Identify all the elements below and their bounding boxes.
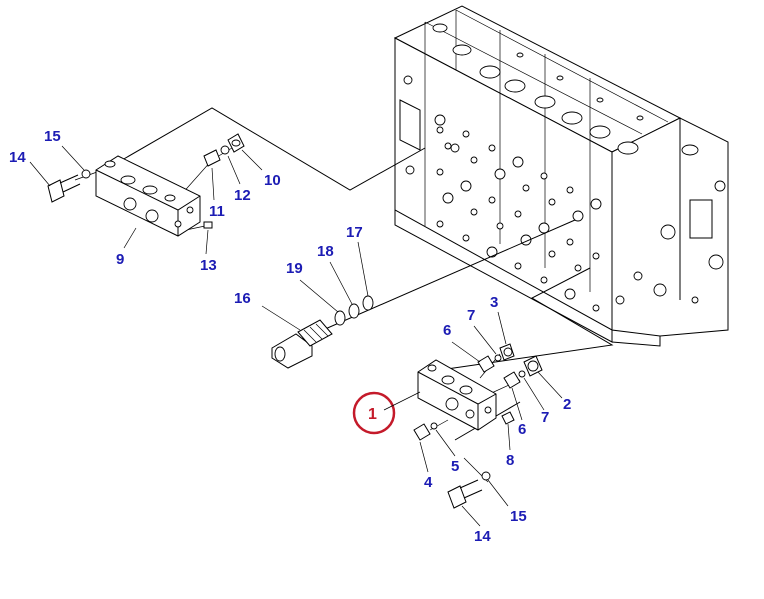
part-15-washer-lower xyxy=(481,471,491,481)
valve-port-hole xyxy=(564,288,576,300)
part-1-cover-block xyxy=(417,359,497,431)
part-6-plug-upper xyxy=(477,355,495,373)
valve-port-hole xyxy=(486,246,498,258)
label-3: 3 xyxy=(490,294,498,311)
label-8: 8 xyxy=(506,452,514,469)
label-17: 17 xyxy=(346,224,363,241)
label-18: 18 xyxy=(317,243,334,260)
part-10-plug xyxy=(227,133,245,153)
part-4-plug xyxy=(413,423,431,441)
valve-port-hole xyxy=(460,180,472,192)
label-12: 12 xyxy=(234,187,251,204)
valve-port-hole xyxy=(540,172,548,180)
label-9: 9 xyxy=(116,251,124,268)
label-7-lower: 7 xyxy=(541,409,549,426)
valve-port-hole xyxy=(470,208,478,216)
valve-port-hole xyxy=(496,222,504,230)
valve-port-hole xyxy=(572,210,584,222)
part-15-washer-upper xyxy=(81,169,91,179)
part-2-plug xyxy=(523,355,543,377)
label-2: 2 xyxy=(563,396,571,413)
part-5-oring xyxy=(430,422,438,430)
label-10: 10 xyxy=(264,172,281,189)
label-14-upper: 14 xyxy=(9,149,26,166)
part-12-oring xyxy=(220,145,230,155)
valve-port-hole xyxy=(514,262,522,270)
valve-port-hole xyxy=(514,210,522,218)
highlight-circle xyxy=(352,391,396,435)
valve-port-hole xyxy=(522,184,530,192)
valve-port-hole xyxy=(548,250,556,258)
valve-port-hole xyxy=(494,168,506,180)
label-11: 11 xyxy=(209,203,225,220)
part-7-oring-upper xyxy=(494,354,502,362)
part-3-plug xyxy=(499,343,515,361)
label-7-upper: 7 xyxy=(467,307,475,324)
part-19-oring xyxy=(334,310,346,326)
valve-port-hole xyxy=(566,186,574,194)
part-11-plug xyxy=(203,149,221,167)
part-13-screw xyxy=(203,221,213,229)
part-14-bolt-upper xyxy=(47,174,81,203)
label-5: 5 xyxy=(451,458,459,475)
valve-port-hole xyxy=(470,156,478,164)
valve-port-hole xyxy=(462,130,470,138)
valve-port-hole xyxy=(512,156,524,168)
valve-port-hole xyxy=(548,198,556,206)
label-1: 1 xyxy=(368,406,377,423)
valve-port-hole xyxy=(590,198,602,210)
label-14-lower: 14 xyxy=(474,528,491,545)
valve-port-hole xyxy=(436,220,444,228)
label-15-lower: 15 xyxy=(510,508,527,525)
valve-port-hole xyxy=(462,234,470,242)
label-19: 19 xyxy=(286,260,303,277)
valve-port-hole xyxy=(592,252,600,260)
valve-port-hole xyxy=(488,196,496,204)
part-labels: 15 14 9 11 12 10 13 17 18 19 16 3 7 6 2 … xyxy=(9,128,571,545)
label-6-lower: 6 xyxy=(518,421,526,438)
valve-port-hole xyxy=(436,168,444,176)
part-18-oring xyxy=(348,303,360,319)
valve-port-hole xyxy=(442,192,454,204)
main-valve-body xyxy=(393,5,729,347)
part-8-screw xyxy=(501,411,515,425)
valve-port-hole xyxy=(574,264,582,272)
valve-port-hole xyxy=(444,142,452,150)
part-16-cartridge xyxy=(271,319,333,369)
valve-port-hole xyxy=(592,304,600,312)
part-9-cover-block xyxy=(95,155,201,237)
part-7-oring-lower xyxy=(518,370,526,378)
valve-port-hole xyxy=(540,276,548,284)
label-13: 13 xyxy=(200,257,217,274)
part-6-plug-lower xyxy=(503,371,521,389)
label-leaders xyxy=(29,145,563,527)
label-15-upper: 15 xyxy=(44,128,61,145)
label-4: 4 xyxy=(424,474,433,491)
valve-port-hole xyxy=(434,114,446,126)
part-17-oring xyxy=(362,295,374,311)
highlight-part-1[interactable]: 1 xyxy=(352,391,421,435)
valve-port-hole xyxy=(566,238,574,246)
valve-port-hole xyxy=(488,144,496,152)
label-16: 16 xyxy=(234,290,251,307)
part-14-bolt-lower xyxy=(447,479,483,509)
leader-1 xyxy=(383,391,421,411)
label-6-upper: 6 xyxy=(443,322,451,339)
